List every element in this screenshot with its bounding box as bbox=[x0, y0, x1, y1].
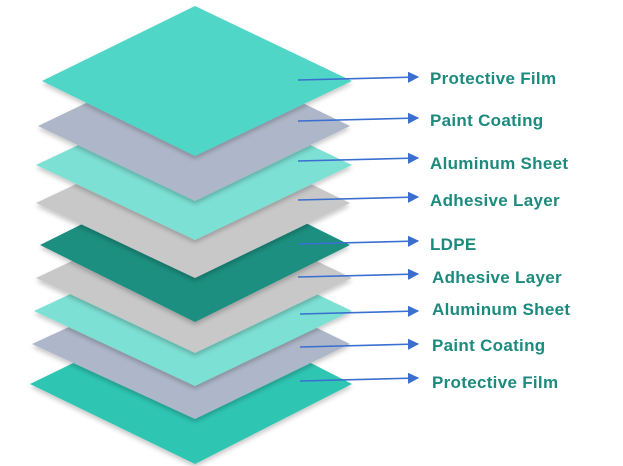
label-1-protective-film: Protective Film bbox=[430, 69, 556, 88]
arrow-2 bbox=[297, 112, 420, 124]
arrow-8 bbox=[299, 338, 420, 350]
arrow-1 bbox=[297, 71, 420, 83]
arrow-6 bbox=[297, 268, 420, 280]
arrow-3 bbox=[297, 152, 420, 164]
label-2-paint-coating: Paint Coating bbox=[430, 111, 543, 130]
arrow-9 bbox=[299, 372, 420, 384]
arrow-7 bbox=[299, 305, 420, 317]
label-3-aluminum-sheet: Aluminum Sheet bbox=[430, 154, 568, 173]
arrow-5 bbox=[297, 235, 420, 247]
label-9-protective-film: Protective Film bbox=[432, 373, 558, 392]
layers-group bbox=[30, 6, 352, 464]
layer-1-protective-film bbox=[42, 6, 352, 156]
arrow-4 bbox=[297, 191, 420, 203]
label-5-ldpe: LDPE bbox=[430, 235, 477, 254]
label-7-aluminum-sheet: Aluminum Sheet bbox=[432, 300, 570, 319]
label-8-paint-coating: Paint Coating bbox=[432, 336, 545, 355]
label-4-adhesive-layer: Adhesive Layer bbox=[430, 191, 560, 210]
arrows-group bbox=[297, 71, 420, 384]
label-6-adhesive-layer: Adhesive Layer bbox=[432, 268, 562, 287]
